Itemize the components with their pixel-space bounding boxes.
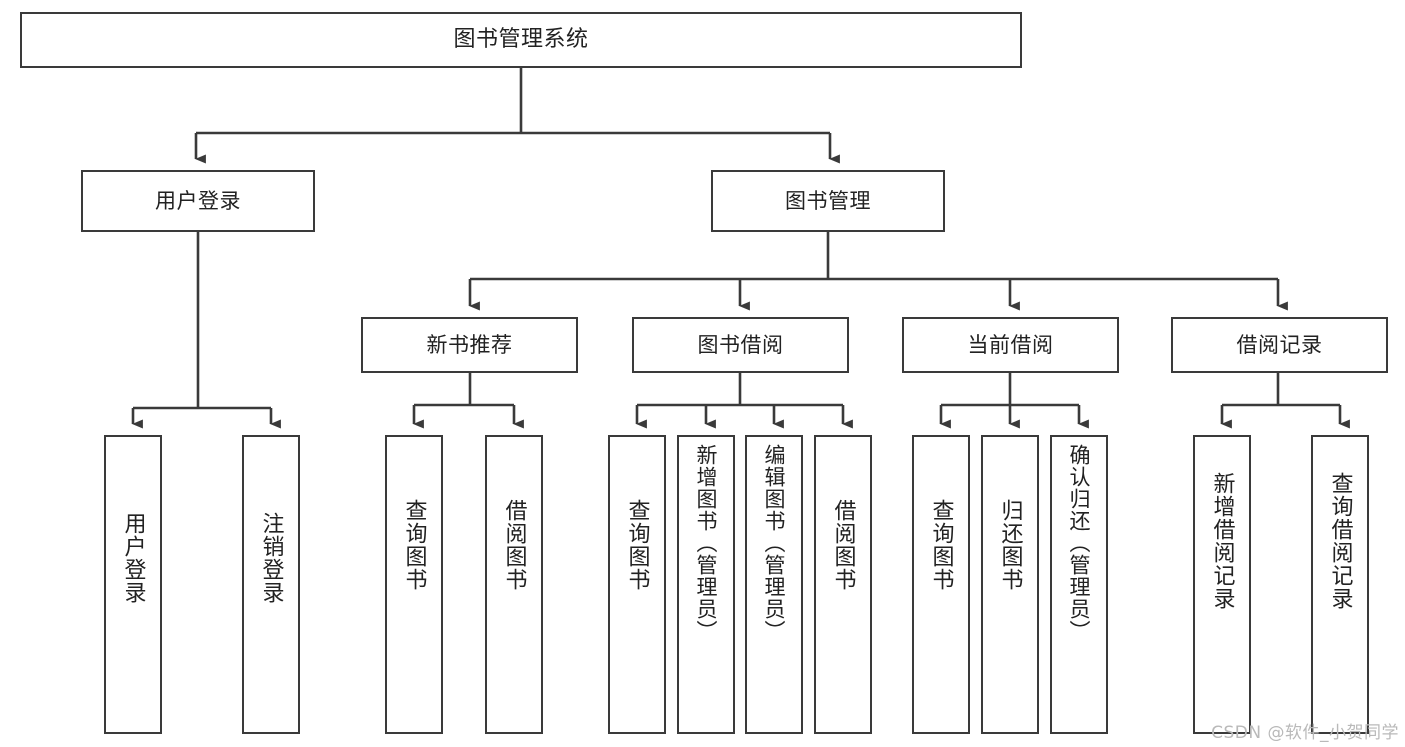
node-label: 查询借阅记录 (1327, 472, 1353, 610)
leaf-record-query-borrow-record[interactable]: 查询借阅记录 (1311, 435, 1369, 734)
leaf-user-login-logout[interactable]: 注销登录 (242, 435, 300, 734)
csdn-watermark: CSDN @软件_小贺同学 (1211, 723, 1399, 743)
node-root-book-management-system[interactable]: 图书管理系统 (20, 12, 1022, 68)
node-label: 借阅图书 (830, 499, 856, 591)
leaf-borrow-query-book[interactable]: 查询图书 (608, 435, 666, 734)
node-book-management[interactable]: 图书管理 (711, 170, 945, 232)
leaf-new-book-query-book[interactable]: 查询图书 (385, 435, 443, 734)
leaf-borrow-add-book-admin[interactable]: 新增图书（管理员） (677, 435, 735, 734)
node-label: 归还图书 (997, 499, 1023, 591)
leaf-borrow-borrow-book[interactable]: 借阅图书 (814, 435, 872, 734)
node-label: 图书管理 (785, 188, 871, 213)
node-label: 查询图书 (401, 499, 427, 591)
node-borrow-record[interactable]: 借阅记录 (1171, 317, 1388, 373)
node-current-borrow[interactable]: 当前借阅 (902, 317, 1119, 373)
node-label: 借阅记录 (1236, 332, 1323, 357)
node-label: 用户登录 (155, 188, 241, 213)
leaf-current-return-book[interactable]: 归还图书 (981, 435, 1039, 734)
node-label: 图书借阅 (697, 332, 784, 357)
leaf-record-add-borrow-record[interactable]: 新增借阅记录 (1193, 435, 1251, 734)
node-new-book-recommend[interactable]: 新书推荐 (361, 317, 578, 373)
leaf-user-login-login[interactable]: 用户登录 (104, 435, 162, 734)
node-book-borrow[interactable]: 图书借阅 (632, 317, 849, 373)
node-label: 当前借阅 (967, 332, 1054, 357)
node-label: 确认归还（管理员） (1067, 444, 1092, 642)
node-label: 查询图书 (928, 499, 954, 591)
node-label: 新书推荐 (426, 332, 513, 357)
node-label: 借阅图书 (501, 499, 527, 591)
leaf-new-book-borrow-book[interactable]: 借阅图书 (485, 435, 543, 734)
node-label: 查询图书 (624, 499, 650, 591)
node-label: 图书管理系统 (453, 27, 589, 53)
node-label: 用户登录 (120, 512, 146, 604)
node-label: 注销登录 (258, 512, 284, 604)
leaf-borrow-edit-book-admin[interactable]: 编辑图书（管理员） (745, 435, 803, 734)
leaf-current-query-book[interactable]: 查询图书 (912, 435, 970, 734)
node-label: 新增借阅记录 (1209, 472, 1235, 610)
node-label: 编辑图书（管理员） (762, 444, 787, 642)
leaf-current-confirm-return-admin[interactable]: 确认归还（管理员） (1050, 435, 1108, 734)
node-label: 新增图书（管理员） (694, 444, 719, 642)
node-user-login[interactable]: 用户登录 (81, 170, 315, 232)
